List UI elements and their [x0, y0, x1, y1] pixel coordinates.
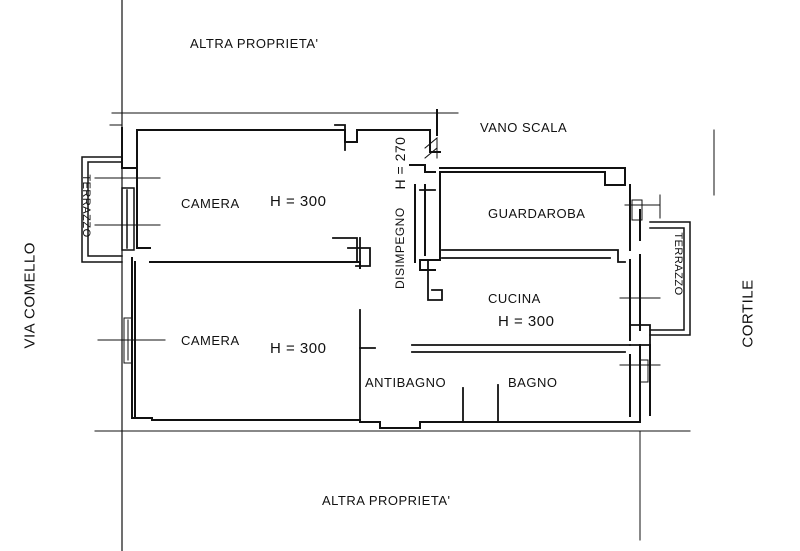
terrazzo-left-outline	[81, 156, 135, 263]
window-marks	[94, 177, 661, 383]
label-antibagno: ANTIBAGNO	[365, 375, 447, 390]
label-camera-1: CAMERA	[181, 196, 240, 211]
label-cucina: CUCINA	[488, 291, 541, 306]
label-altra-proprieta-top: ALTRA PROPRIETA'	[190, 36, 319, 51]
outer-walls	[121, 109, 651, 429]
label-vano-scala: VANO SCALA	[480, 120, 568, 135]
label-bagno: BAGNO	[508, 375, 558, 390]
label-cortile: CORTILE	[739, 279, 757, 348]
terrazzo-right-outline	[649, 221, 691, 336]
label-altra-proprieta-bottom: ALTRA PROPRIETA'	[322, 493, 451, 508]
label-guardaroba: GUARDAROBA	[488, 206, 586, 221]
label-disimpegno: DISIMPEGNO	[393, 207, 407, 289]
label-terrazzo-right: TERRAZZO	[672, 232, 684, 296]
bagno-walls	[359, 309, 499, 423]
camera1-walls	[332, 124, 371, 267]
label-camera-1-height: H = 300	[270, 193, 327, 210]
guardaroba-walls	[419, 189, 626, 301]
label-via-comello: VIA COMELLO	[21, 242, 39, 349]
label-camera-2: CAMERA	[181, 333, 240, 348]
stair-mark	[424, 136, 438, 159]
label-terrazzo-left: TERRAZZO	[80, 174, 92, 238]
label-camera-2-height: H = 300	[270, 340, 327, 357]
label-cucina-height: H = 300	[498, 313, 555, 330]
label-disimpegno-height: H = 270	[392, 136, 408, 190]
